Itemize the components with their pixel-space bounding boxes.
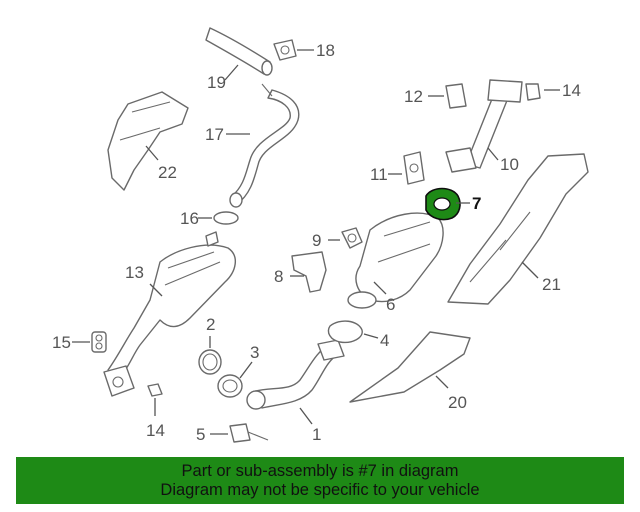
part-6-dpf[interactable] [347,212,444,309]
callout-9: 9 [312,231,321,250]
part-5-sensor[interactable] [229,423,269,443]
part-8-bracket[interactable] [291,251,327,293]
callout-5: 5 [196,425,205,444]
callout-6: 6 [386,295,395,314]
callout-18: 18 [316,41,335,60]
callout-11: 11 [370,165,388,184]
part-21-heat-shield[interactable] [447,153,589,305]
callout-4: 4 [380,331,389,350]
callout-13: 13 [125,263,144,282]
part-7-gasket-highlighted[interactable] [425,187,461,221]
part-14-nut-right[interactable] [525,83,541,101]
part-10-pipe[interactable] [445,79,523,173]
callout-19: 19 [207,73,226,92]
part-2-clamp[interactable] [198,349,222,375]
part-15-hanger[interactable] [91,331,107,353]
callout-2: 2 [206,315,215,334]
callout-10: 10 [500,155,519,174]
callout-22: 22 [158,163,177,182]
part-3-gasket[interactable] [217,374,243,398]
part-12-bracket[interactable] [445,83,467,109]
part-11-flange[interactable] [403,151,425,185]
part-18-grommet[interactable] [273,39,297,61]
part-20-heat-shield[interactable] [349,331,471,403]
part-14-nut-left[interactable] [147,383,163,397]
part-13-converter[interactable] [103,231,236,397]
banner-line-2: Diagram may not be specific to your vehi… [160,481,480,499]
part-9-insulator[interactable] [341,227,363,249]
callout-8: 8 [274,267,283,286]
exhaust-parts-diagram: 19 18 17 16 22 13 15 [52,27,589,444]
part-1-pipe[interactable] [246,339,345,410]
callout-20: 20 [448,393,467,412]
banner-line-1: Part or sub-assembly is #7 in diagram [181,462,459,480]
callout-14-left: 14 [146,421,165,440]
callout-1: 1 [312,425,321,444]
callout-17: 17 [205,125,224,144]
callout-15: 15 [52,333,71,352]
callout-12: 12 [404,87,423,106]
part-4-gasket[interactable] [327,320,363,344]
callout-16: 16 [180,209,199,228]
callout-3: 3 [250,343,259,362]
callout-14-right: 14 [562,81,581,100]
part-17-tube[interactable] [229,83,300,208]
part-22-heat-shield[interactable] [107,91,189,191]
callout-21: 21 [542,275,561,294]
part-19-pipe[interactable] [205,27,273,76]
callout-7: 7 [472,194,481,213]
info-banner: Part or sub-assembly is #7 in diagram Di… [16,457,624,504]
part-16-clamp[interactable] [213,211,239,225]
